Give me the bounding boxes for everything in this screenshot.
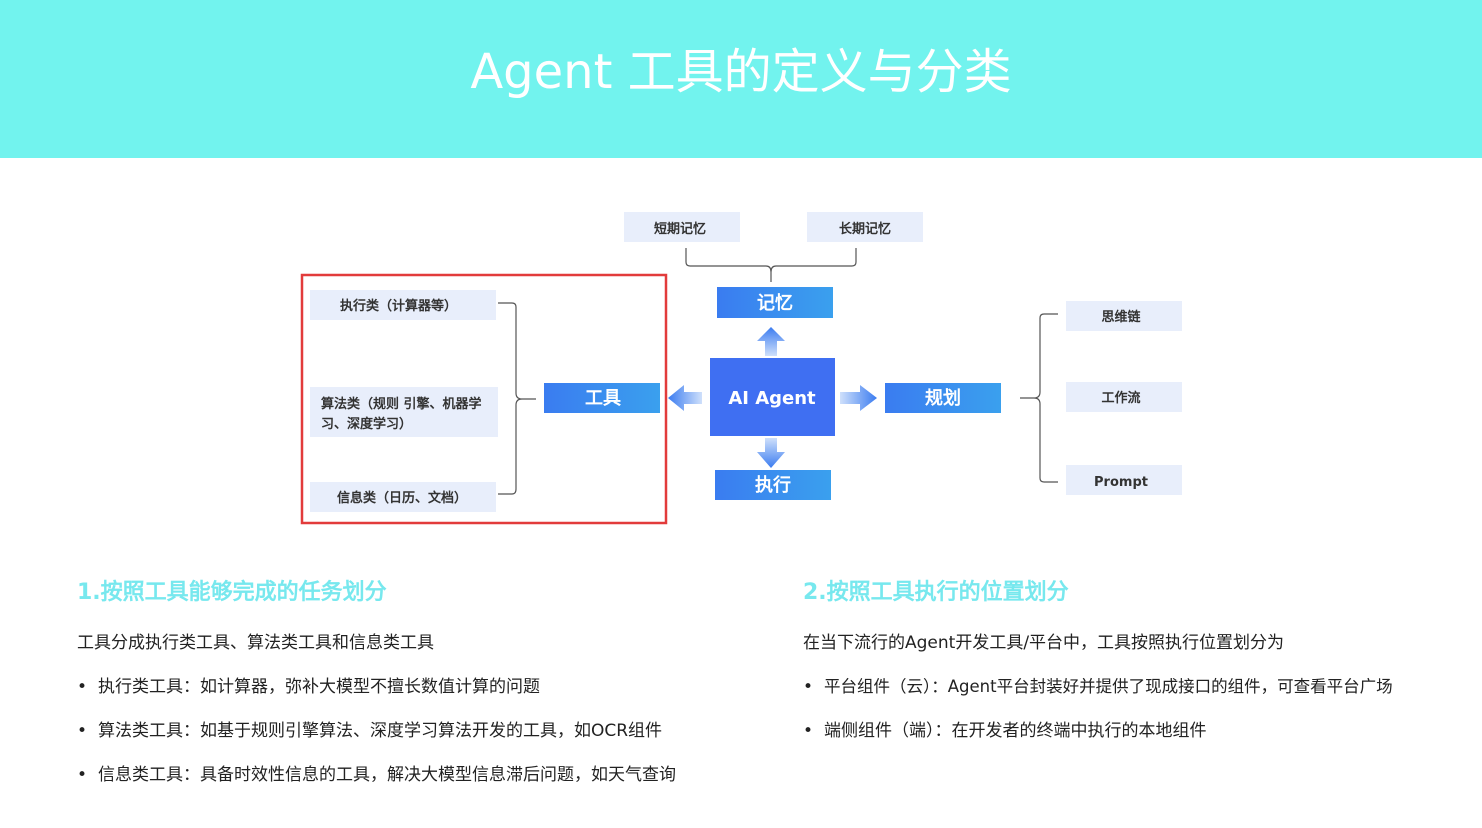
bullet-icon: • [77, 765, 88, 785]
section2-intro: 在当下流行的Agent开发工具/平台中，工具按照执行位置划分为 [803, 633, 1285, 653]
section1-title: 1.按照工具能够完成的任务划分 [77, 580, 387, 605]
bullet-icon: • [803, 721, 814, 741]
section1-bullet-algorithm: 算法类工具：如基于规则引擎算法、深度学习算法开发的工具，如OCR组件 [98, 721, 663, 741]
execution-label: 执行 [755, 474, 791, 496]
agent-diagram: 短期记忆 长期记忆 记忆 AI Agent 执行 工具 规划 执行类（计算器等）… [300, 212, 1182, 525]
arrow-down-icon [757, 438, 785, 468]
bullet-icon: • [803, 677, 814, 697]
tool-category-algorithm-box [310, 387, 498, 437]
tools-brace [498, 302, 536, 495]
memory-label: 记忆 [757, 292, 793, 314]
memory-brace [685, 248, 857, 282]
ai-agent-label: AI Agent [728, 388, 816, 409]
section2-bullet-device: 端侧组件（端）：在开发者的终端中执行的本地组件 [824, 721, 1207, 741]
section2-bullet-platform: 平台组件（云）：Agent平台封装好并提供了现成接口的组件，可查看平台广场 [824, 677, 1393, 696]
planning-cot-box [1066, 301, 1182, 331]
bullet-icon: • [77, 677, 88, 697]
page-title: Agent 工具的定义与分类 [470, 44, 1012, 100]
tools-label: 工具 [585, 388, 621, 409]
planning-workflow-label: 工作流 [1101, 390, 1140, 406]
section1-intro: 工具分成执行类工具、算法类工具和信息类工具 [77, 633, 434, 653]
memory-box [717, 287, 833, 318]
tools-box [544, 383, 660, 413]
bullet-icon: • [77, 721, 88, 741]
tool-category-info-label: 信息类（日历、文档） [337, 490, 467, 506]
section1-bullet-info: 信息类工具：具备时效性信息的工具，解决大模型信息滞后问题，如天气查询 [98, 765, 676, 785]
planning-cot-label: 思维链 [1101, 309, 1141, 325]
arrow-right-icon [840, 385, 877, 411]
section2-title: 2.按照工具执行的位置划分 [803, 580, 1069, 605]
planning-label: 规划 [925, 387, 961, 409]
tool-category-execution-box [310, 290, 496, 320]
planning-prompt-box [1066, 465, 1182, 495]
arrow-left-icon [668, 385, 702, 411]
ai-agent-box [710, 358, 835, 436]
long-term-memory-label: 长期记忆 [839, 221, 891, 237]
execution-box [715, 470, 831, 500]
tool-category-execution-label: 执行类（计算器等） [340, 298, 457, 314]
long-term-memory-box [807, 212, 923, 242]
arrow-up-icon [757, 327, 785, 356]
header-banner [0, 0, 1482, 158]
planning-box [885, 383, 1001, 413]
planning-brace [1020, 313, 1058, 483]
short-term-memory-box [624, 212, 740, 242]
planning-workflow-box [1066, 382, 1182, 412]
tool-category-info-box [310, 482, 496, 512]
section1-bullet-execution: 执行类工具：如计算器，弥补大模型不擅长数值计算的问题 [98, 677, 540, 697]
planning-prompt-label: Prompt [1094, 475, 1148, 490]
tool-category-algorithm-label-line2: 习、深度学习） [321, 416, 412, 432]
tools-highlight-frame [300, 273, 668, 525]
short-term-memory-label: 短期记忆 [654, 221, 706, 237]
tool-category-algorithm-label-line1: 算法类（规则 引擎、机器学 [321, 396, 482, 412]
